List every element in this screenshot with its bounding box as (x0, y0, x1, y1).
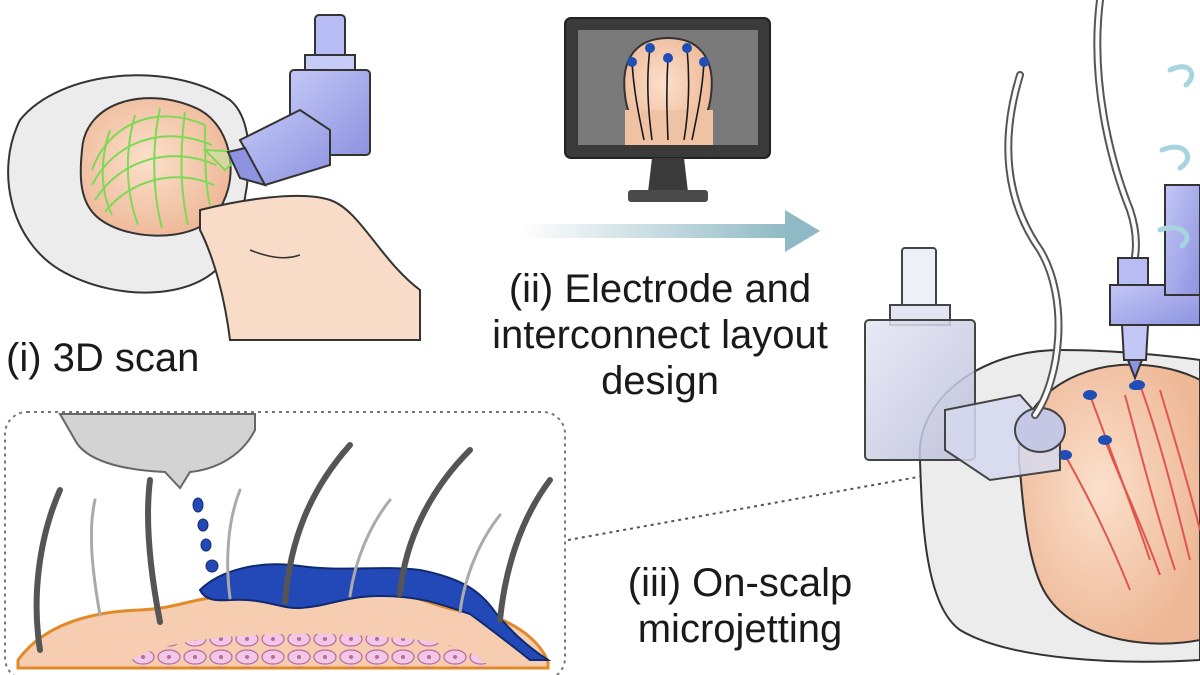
hair-strands (33, 442, 553, 653)
patient-body (199, 194, 421, 341)
label-step-3-line-2: microjetting (637, 607, 843, 651)
scan-panel (7, 14, 421, 341)
monitor-icon (564, 17, 771, 202)
interconnects (1064, 384, 1200, 591)
label-step-3: (iii) On-scalp microjetting (575, 560, 905, 652)
scan-mesh (91, 107, 248, 229)
label-step-3-line-1: (iii) On-scalp (627, 561, 853, 605)
label-step-2: (ii) Electrode and interconnect layout d… (440, 266, 880, 404)
label-step-2-line-2: interconnect layout (492, 313, 828, 357)
print-head-icon (1109, 184, 1200, 390)
process-arrow (520, 210, 820, 252)
microjet-inset (4, 411, 1041, 675)
label-step-1: (i) 3D scan (0, 335, 236, 381)
camera-right-icon (864, 247, 1066, 482)
camera-scanner-icon (226, 14, 371, 187)
label-step-2-line-3: design (601, 359, 719, 403)
label-step-2-line-1: (ii) Electrode and (508, 267, 812, 311)
nozzle-icon (58, 413, 256, 490)
label-step-1-text: (i) 3D scan (6, 336, 200, 380)
ink-droplets (192, 497, 219, 573)
printing-panel (864, 0, 1200, 663)
